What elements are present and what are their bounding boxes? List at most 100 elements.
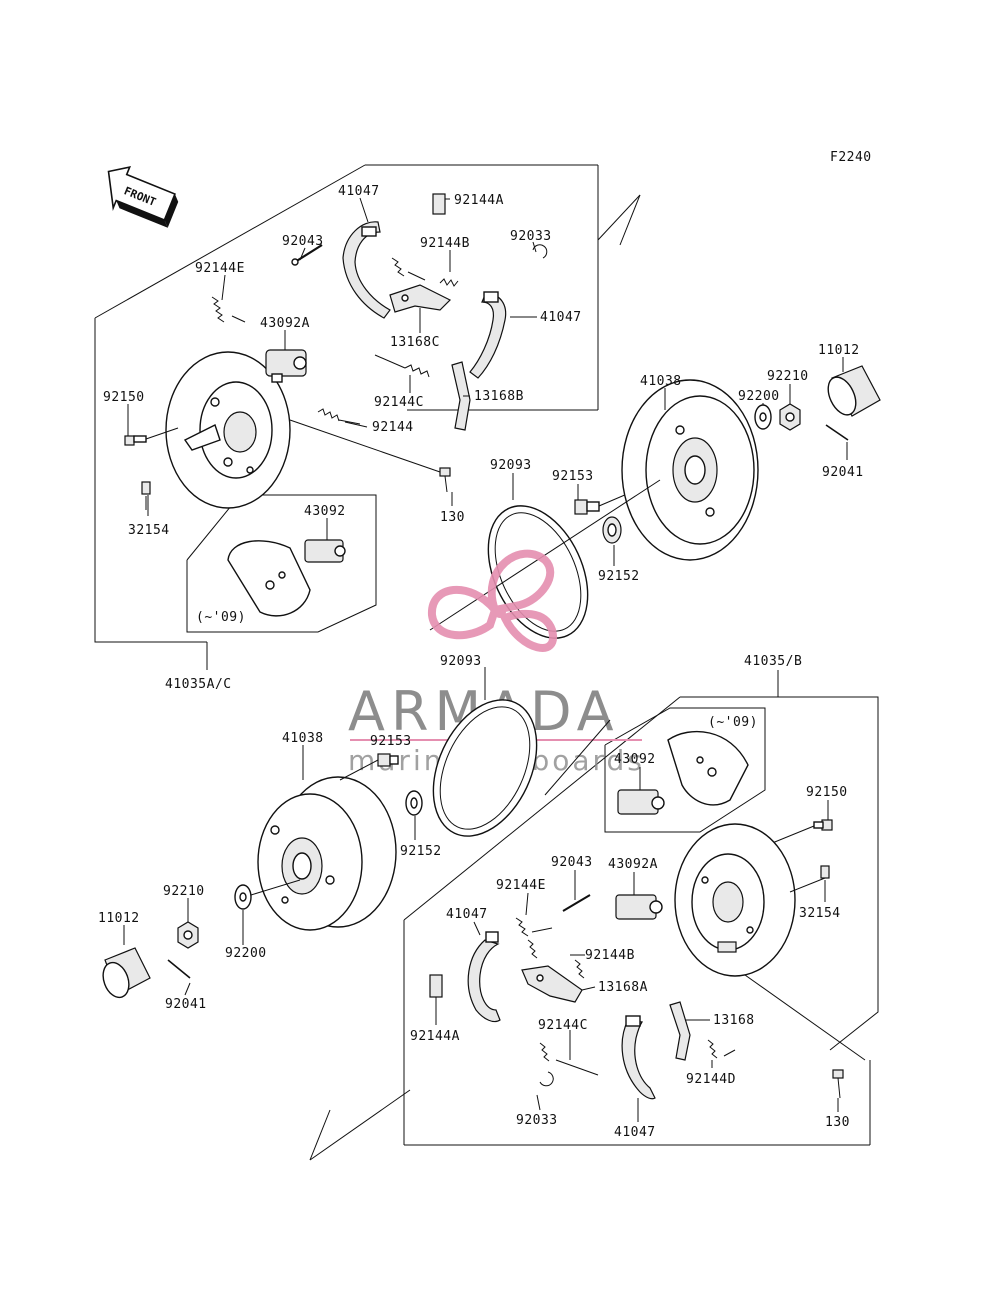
callout-upper-43092: 43092 <box>304 504 346 519</box>
callout-upper-13168c: 13168C <box>390 335 440 350</box>
callout-lower-92043: 92043 <box>551 855 593 870</box>
callout-upper-92033: 92033 <box>510 229 552 244</box>
callout-upper-130: 130 <box>440 510 465 525</box>
lower-group-label: 41035/B <box>744 654 802 669</box>
pin-92043-lower <box>562 894 591 912</box>
seal-92093-lower <box>432 699 538 837</box>
variant-panel-lower <box>617 730 749 815</box>
callout-lower-43092a: 43092A <box>608 857 658 872</box>
brake-shoe-41047-upper-b <box>469 291 507 379</box>
callout-upper-92093: 92093 <box>490 458 532 473</box>
bleeder-32154-upper <box>141 481 151 510</box>
callout-upper-92144: 92144 <box>372 420 414 435</box>
spring-92144e-lower <box>515 917 553 937</box>
lever-13168-lower <box>669 1001 691 1061</box>
callout-lower-130: 130 <box>825 1115 850 1130</box>
callout-upper-92144c: 92144C <box>374 395 424 410</box>
brake-shoe-41047-upper-a <box>342 221 391 319</box>
spring-92144-upper <box>317 408 361 425</box>
callout-upper-92144b: 92144B <box>420 236 470 251</box>
callout-lower-92093: 92093 <box>440 654 482 669</box>
figure-code: F2240 <box>830 150 872 165</box>
callout-upper-13168b: 13168B <box>474 389 524 404</box>
spring-92144e-upper <box>211 296 246 323</box>
brake-panel-upper <box>165 351 291 509</box>
callout-lower-92152: 92152 <box>400 844 442 859</box>
nut-92210-lower <box>177 921 199 949</box>
adjuster-13168a-lower <box>521 965 583 1003</box>
lever-13168b-upper <box>451 361 471 431</box>
ring-92033-lower <box>539 1071 554 1087</box>
callout-lower-13168: 13168 <box>713 1013 755 1028</box>
ring-92033-upper <box>532 244 548 259</box>
leader-lines <box>123 197 848 1122</box>
callout-upper-41047-b: 41047 <box>540 310 582 325</box>
watermark-logo <box>428 549 558 652</box>
callout-lower-92033: 92033 <box>516 1113 558 1128</box>
axis-line-upper <box>429 479 661 631</box>
pin-92041-upper <box>825 424 849 441</box>
spring-92144b-lower <box>527 939 585 979</box>
callout-lower-92150: 92150 <box>806 785 848 800</box>
spring-92144d-lower <box>707 1039 736 1059</box>
callout-upper-43092a: 43092A <box>260 316 310 331</box>
callout-upper-92153: 92153 <box>552 469 594 484</box>
variant-panel-upper <box>227 539 346 617</box>
pin-92043-upper <box>291 244 323 266</box>
bleeder-32154-lower <box>789 865 830 893</box>
callout-lower-41038: 41038 <box>282 731 324 746</box>
callout-upper-92043: 92043 <box>282 234 324 249</box>
callout-lower-92041: 92041 <box>165 997 207 1012</box>
callout-lower-43092: 43092 <box>614 752 656 767</box>
cap-11012-upper <box>827 365 881 417</box>
upper-group-label: 41035A/C <box>165 677 232 692</box>
cap-11012-lower <box>102 947 151 999</box>
washer-92200-upper <box>754 404 772 430</box>
brake-shoe-41047-lower-b <box>621 1015 656 1100</box>
callout-lower-92144a: 92144A <box>410 1029 460 1044</box>
callout-lower-92144e: 92144E <box>496 878 546 893</box>
callout-lower-32154: 32154 <box>799 906 841 921</box>
variant-note-lower: (~'09) <box>708 715 758 730</box>
callout-lower-92153: 92153 <box>370 734 412 749</box>
washer-92152-lower <box>405 790 423 816</box>
variant-note-upper: (~'09) <box>196 610 246 625</box>
callout-upper-92152: 92152 <box>598 569 640 584</box>
nut-92210-upper <box>779 403 801 431</box>
bolt-92153-lower <box>339 753 399 781</box>
callout-lower-92144c: 92144C <box>538 1018 588 1033</box>
callout-upper-92150: 92150 <box>103 390 145 405</box>
clip-92144a-lower <box>429 974 443 998</box>
washer-92200-lower <box>234 879 301 910</box>
callout-upper-92200: 92200 <box>738 389 780 404</box>
brake-drum-41038-lower <box>257 776 397 931</box>
adjuster-13168c-upper <box>389 284 452 313</box>
callout-upper-92210: 92210 <box>767 369 809 384</box>
callout-lower-41047-b: 41047 <box>614 1125 656 1140</box>
wheel-cylinder-43092a-upper <box>265 349 307 383</box>
spring-92144c-lower <box>539 1042 599 1076</box>
callout-upper-92041: 92041 <box>822 465 864 480</box>
callout-lower-41047-a: 41047 <box>446 907 488 922</box>
pin-92041-lower <box>167 959 191 979</box>
callout-lower-92210: 92210 <box>163 884 205 899</box>
callout-upper-32154: 32154 <box>128 523 170 538</box>
spring-92144c-upper <box>374 354 430 378</box>
callout-lower-92144b: 92144B <box>585 948 635 963</box>
front-arrow-icon: FRONT <box>107 166 179 228</box>
callout-upper-92144e: 92144E <box>195 261 245 276</box>
brake-drum-41038-upper <box>621 379 759 561</box>
callout-upper-41047-a: 41047 <box>338 184 380 199</box>
callout-lower-11012: 11012 <box>98 911 140 926</box>
callout-upper-92144a: 92144A <box>454 193 504 208</box>
callout-upper-11012: 11012 <box>818 343 860 358</box>
bolt-130-lower <box>744 974 866 1099</box>
bolt-130-upper <box>289 419 451 493</box>
brake-shoe-41047-lower-a <box>467 931 501 1023</box>
lower-group-frame <box>309 670 879 1161</box>
axis-line-lower <box>544 719 611 796</box>
clip-92144a-upper <box>432 193 446 215</box>
callout-lower-13168a: 13168A <box>598 980 648 995</box>
